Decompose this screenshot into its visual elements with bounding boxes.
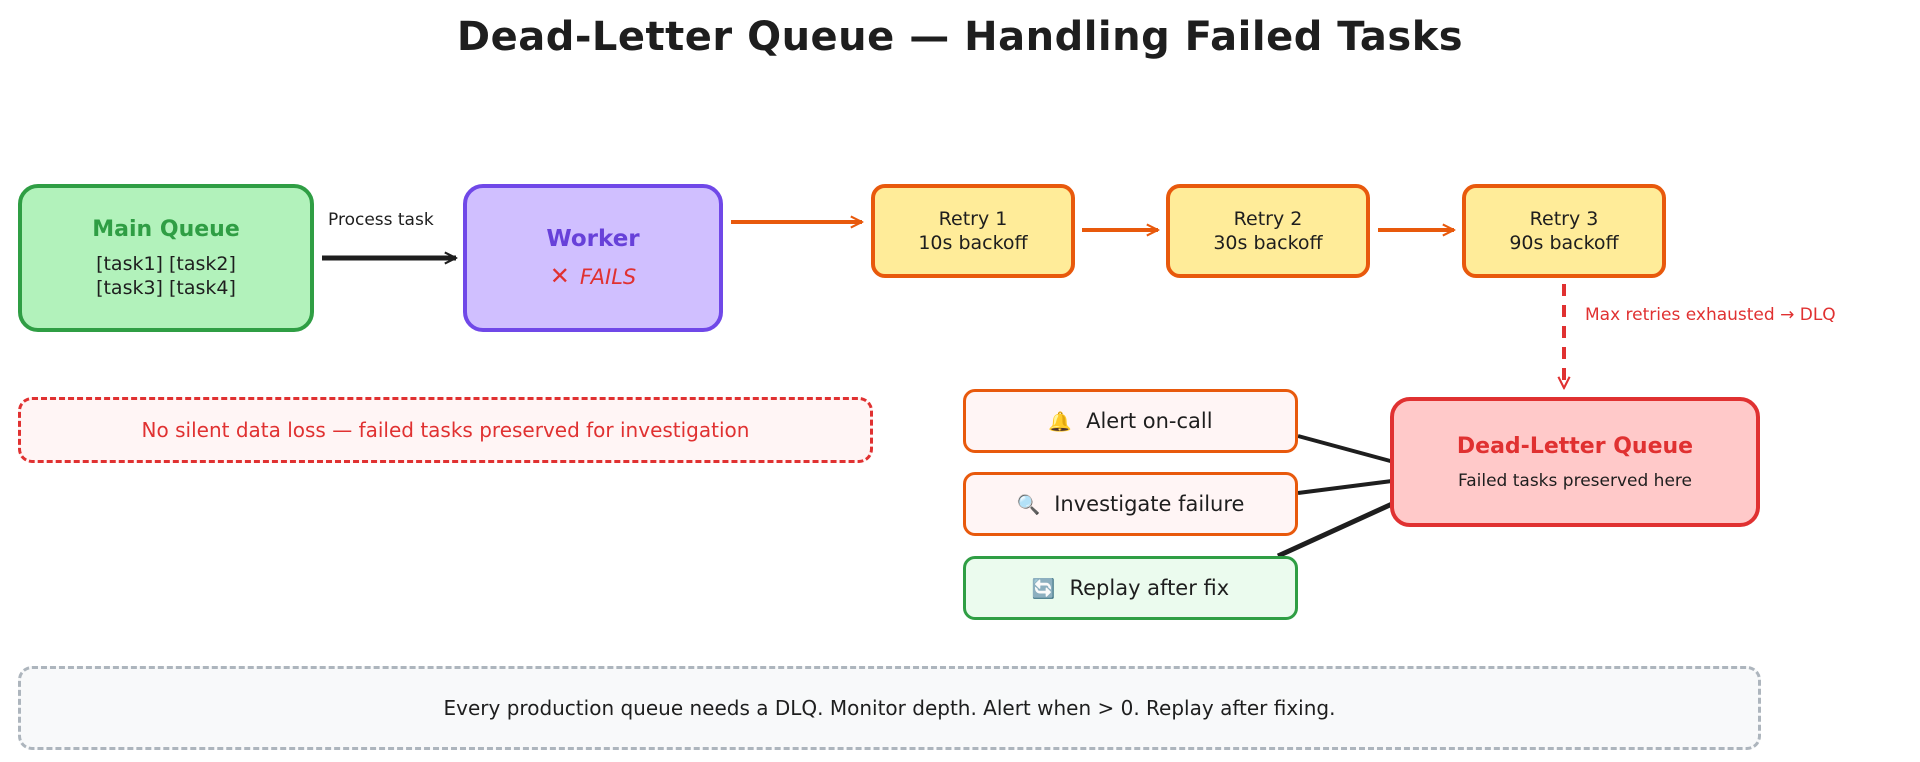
worker-status: ✕ FAILS bbox=[550, 262, 637, 290]
edge-label-process-task: Process task bbox=[328, 210, 434, 230]
main-queue-tasks-line2: [task3] [task4] bbox=[96, 276, 236, 299]
line-dlq-to-investigate bbox=[1297, 479, 1393, 495]
no-data-loss-text: No silent data loss — failed tasks prese… bbox=[141, 418, 750, 442]
footer-note-text: Every production queue needs a DLQ. Moni… bbox=[443, 696, 1336, 720]
retry-3-label: Retry 3 bbox=[1529, 208, 1599, 230]
worker-status-text: FAILS bbox=[579, 265, 637, 289]
bell-icon: 🔔 bbox=[1048, 410, 1073, 433]
action-alert-label: Alert on-call bbox=[1086, 409, 1213, 433]
retry-1-node: Retry 1 10s backoff bbox=[871, 184, 1075, 278]
magnifier-icon: 🔍 bbox=[1016, 493, 1041, 516]
worker-node: Worker ✕ FAILS bbox=[463, 184, 723, 332]
retry-1-backoff: 10s backoff bbox=[918, 232, 1028, 254]
retry-2-label: Retry 2 bbox=[1233, 208, 1303, 230]
line-dlq-to-replay bbox=[1276, 501, 1394, 559]
fail-x-icon: ✕ bbox=[549, 262, 570, 290]
no-data-loss-note: No silent data loss — failed tasks prese… bbox=[18, 397, 873, 463]
retry-2-node: Retry 2 30s backoff bbox=[1166, 184, 1370, 278]
retry-2-backoff: 30s backoff bbox=[1213, 232, 1323, 254]
edge-label-max-retries: Max retries exhausted → DLQ bbox=[1585, 305, 1836, 325]
line-dlq-to-alert bbox=[1297, 434, 1395, 464]
diagram-title: Dead-Letter Queue — Handling Failed Task… bbox=[456, 14, 1464, 60]
action-replay-label: Replay after fix bbox=[1069, 576, 1230, 600]
refresh-icon: 🔄 bbox=[1031, 577, 1056, 600]
dlq-subtitle: Failed tasks preserved here bbox=[1458, 470, 1692, 491]
dead-letter-queue-node: Dead-Letter Queue Failed tasks preserved… bbox=[1390, 397, 1760, 527]
retry-3-node: Retry 3 90s backoff bbox=[1462, 184, 1666, 278]
dlq-heading: Dead-Letter Queue bbox=[1456, 433, 1694, 459]
footer-note: Every production queue needs a DLQ. Moni… bbox=[18, 666, 1761, 750]
main-queue-node: Main Queue [task1] [task2] [task3] [task… bbox=[18, 184, 314, 332]
action-investigate-label: Investigate failure bbox=[1054, 492, 1245, 516]
main-queue-heading: Main Queue bbox=[92, 216, 240, 242]
retry-3-backoff: 90s backoff bbox=[1509, 232, 1619, 254]
action-investigate-failure: 🔍 Investigate failure bbox=[963, 472, 1298, 536]
main-queue-tasks-line1: [task1] [task2] bbox=[96, 252, 236, 275]
retry-1-label: Retry 1 bbox=[938, 208, 1008, 230]
action-replay-after-fix: 🔄 Replay after fix bbox=[963, 556, 1298, 620]
action-alert-oncall: 🔔 Alert on-call bbox=[963, 389, 1298, 453]
worker-heading: Worker bbox=[546, 226, 640, 252]
